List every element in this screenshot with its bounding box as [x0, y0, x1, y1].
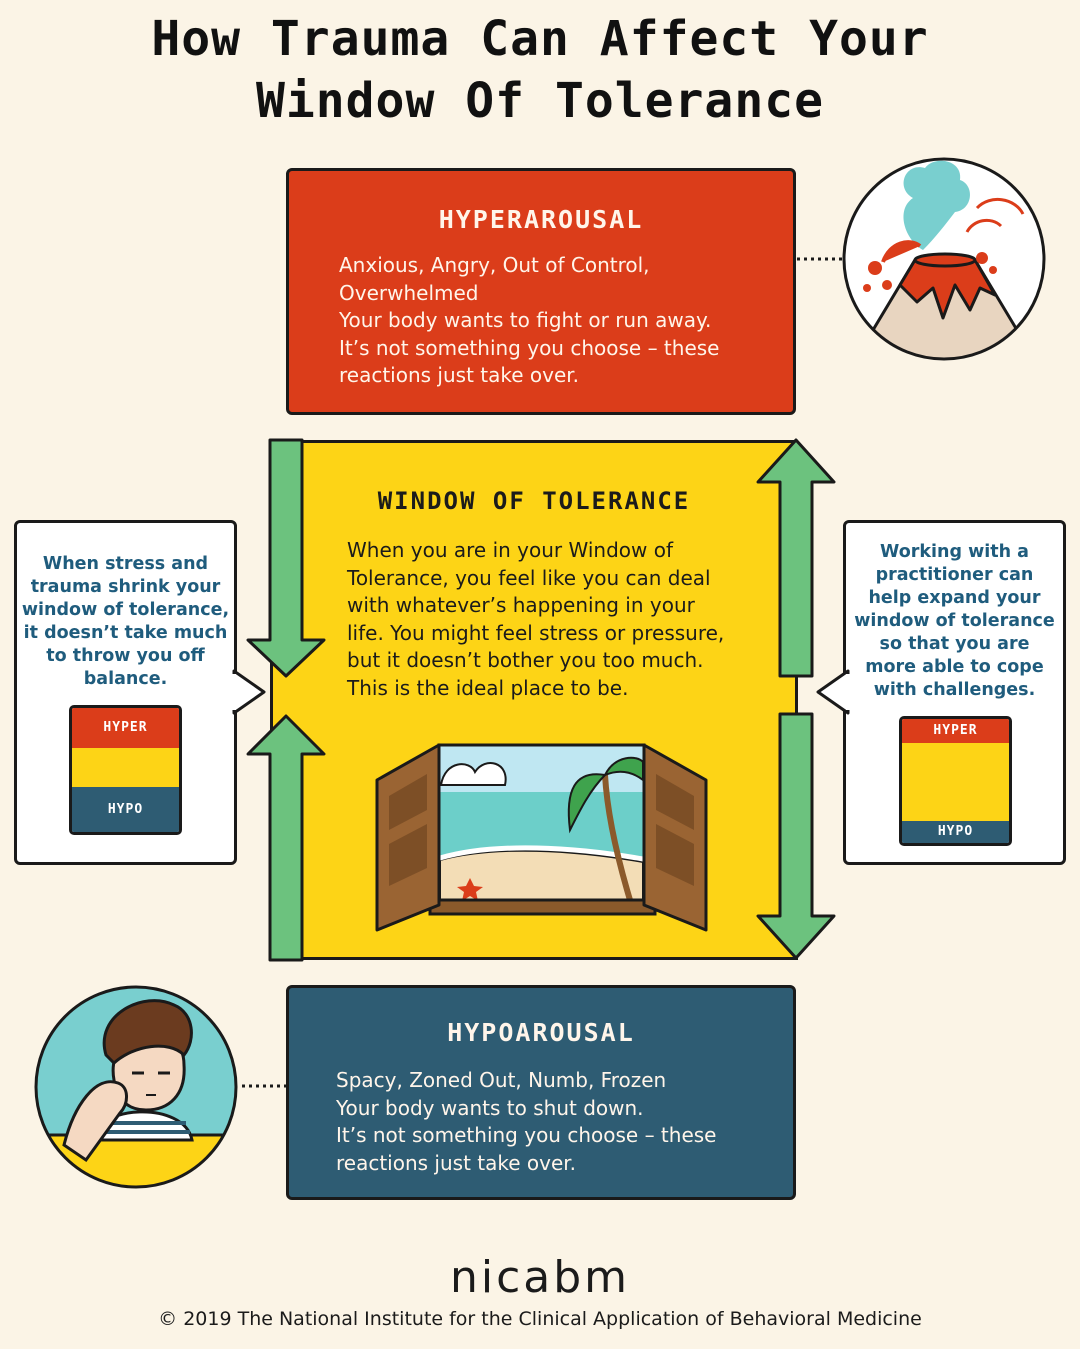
hypoarousal-box: HYPOAROUSAL Spacy, Zoned Out, Numb, Froz… [286, 985, 796, 1200]
hypoarousal-heading: HYPOAROUSAL [447, 1018, 635, 1047]
left-bubble-text: When stress and trauma shrink your windo… [21, 554, 230, 689]
title-line-1: How Trauma Can Affect Your [151, 11, 929, 67]
bored-person-icon [34, 985, 286, 1189]
beach-window-icon [375, 743, 708, 932]
hyperarousal-body: Anxious, Angry, Out of Control, Overwhel… [339, 253, 720, 387]
volcano-icon [797, 157, 1046, 361]
window-body: When you are in your Window of Tolerance… [347, 538, 725, 700]
left-mini-hypo: HYPO [72, 787, 179, 832]
right-mini-hyper: HYPER [902, 719, 1009, 743]
right-mini-window [902, 742, 1009, 821]
nicabm-logo: nicabm [449, 1252, 631, 1303]
hyperarousal-box: HYPERAROUSAL Anxious, Angry, Out of Cont… [286, 168, 796, 415]
right-down-arrow-icon [756, 712, 836, 960]
right-bubble-tail [816, 669, 852, 715]
window-heading: WINDOW OF TOLERANCE [377, 487, 691, 515]
right-up-arrow-icon [756, 438, 836, 678]
title-line-2: Window Of Tolerance [255, 73, 825, 129]
left-up-arrow-icon [246, 714, 326, 962]
copyright-text: © 2019 The National Institute for the Cl… [158, 1308, 922, 1330]
left-mini-window [72, 747, 179, 788]
left-mini-window-chart: HYPER HYPO [69, 705, 182, 835]
hyperarousal-heading: HYPERAROUSAL [438, 205, 644, 234]
left-bubble-tail [232, 669, 266, 715]
right-bubble-text: Working with a practitioner can help exp… [854, 542, 1055, 700]
right-mini-window-chart: HYPER HYPO [899, 716, 1012, 846]
arrows-overlay [246, 438, 836, 962]
left-mini-hyper: HYPER [72, 708, 179, 748]
right-mini-hypo: HYPO [902, 820, 1009, 843]
hypoarousal-body: Spacy, Zoned Out, Numb, Frozen Your body… [336, 1068, 717, 1175]
left-down-arrow-icon [246, 438, 326, 678]
page-title: How Trauma Can Affect Your Window Of Tol… [0, 8, 1080, 132]
